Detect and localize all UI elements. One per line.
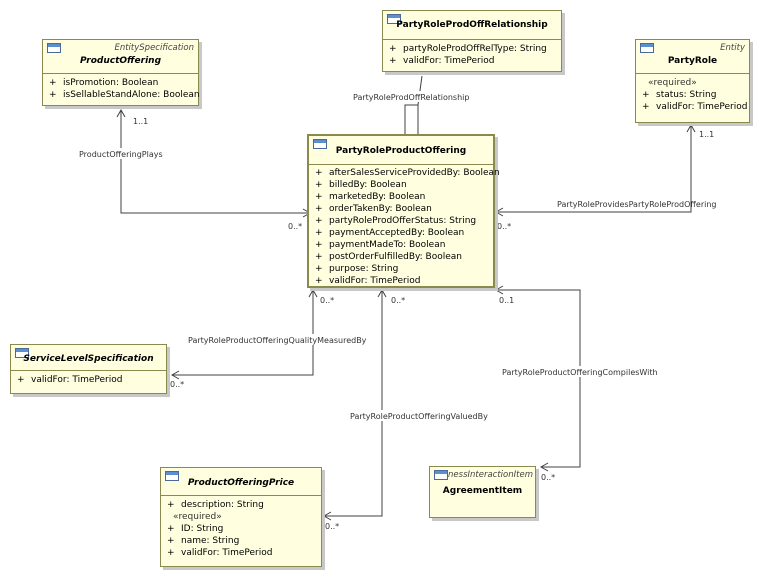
attribute-row: +purpose: String [315, 264, 399, 274]
class-header: ServiceLevelSpecification [11, 345, 166, 371]
class-icon [313, 139, 327, 149]
attribute-row: +validFor: TimePeriod [315, 276, 421, 286]
multiplicity-quality-sls: 0..* [170, 380, 184, 389]
class-name: ServiceLevelSpecification [23, 354, 154, 364]
association-label-compiles: PartyRoleProductOfferingCompilesWith [502, 368, 658, 377]
plays-arrow-product [116, 108, 126, 118]
class-header: PartyRoleProdOffRelationship [383, 11, 561, 40]
class-party-role[interactable]: Entity PartyRole «required» +status: Str… [635, 39, 750, 123]
class-service-level-specification[interactable]: ServiceLevelSpecification +validFor: Tim… [10, 344, 167, 394]
multiplicity-valued-price: 0..* [325, 522, 339, 531]
compiles-arrow-agreement [539, 462, 549, 472]
class-product-offering-price[interactable]: ProductOfferingPrice +description: Strin… [160, 467, 322, 567]
attribute-row: +validFor: TimePeriod [167, 548, 273, 558]
plays-line [120, 110, 310, 214]
association-label-provides: PartyRoleProvidesPartyRoleProdOffering [557, 200, 717, 209]
class-name: ProductOffering [79, 56, 162, 66]
quality-arrow-sls [170, 370, 180, 380]
valued-line [324, 290, 383, 517]
required-label: «required» [648, 78, 697, 88]
class-header: Entity PartyRole [636, 40, 749, 74]
attribute-row: +paymentAcceptedBy: Boolean [315, 228, 465, 238]
class-header: PartyRoleProductOffering [309, 136, 493, 165]
class-name: PartyRole [667, 56, 718, 66]
attribute-row: +isSellableStandAlone: Boolean [49, 90, 200, 100]
attribute-row: +name: String [167, 536, 240, 546]
multiplicity-compiles-agreement: 0..* [541, 473, 555, 482]
class-icon [47, 43, 61, 53]
attribute-row: +validFor: TimePeriod [389, 56, 495, 66]
attribute-row: +orderTakenBy: Boolean [315, 204, 432, 214]
multiplicity-quality-main: 0..* [320, 296, 334, 305]
attribute-row: +billedBy: Boolean [315, 180, 407, 190]
class-product-offering[interactable]: EntitySpecification ProductOffering +isP… [42, 39, 200, 106]
class-header: nessInteractionItem AgreementItem [430, 467, 535, 517]
class-name: PartyRoleProductOffering [335, 146, 467, 156]
multiplicity-provides-main: 0..* [497, 222, 511, 231]
attribute-row: +marketedBy: Boolean [315, 192, 426, 202]
quality-arrow-main [308, 288, 318, 298]
multiplicity-plays-main: 0..* [288, 222, 302, 231]
class-party-role-prod-off-relationship[interactable]: PartyRoleProdOffRelationship +partyRoleP… [382, 10, 562, 72]
attribute-list: +afterSalesServiceProvidedBy: Boolean +b… [309, 165, 500, 289]
attribute-row: +status: String [642, 90, 717, 100]
required-label: «required» [173, 512, 222, 522]
class-header: ProductOfferingPrice [161, 468, 321, 496]
compiles-line [496, 289, 581, 468]
attribute-row: +postOrderFulfilledBy: Boolean [315, 252, 463, 262]
attribute-list: +description: String «required» +ID: Str… [161, 496, 321, 561]
class-icon [15, 348, 29, 358]
class-agreement-item[interactable]: nessInteractionItem AgreementItem [429, 466, 536, 518]
stereotype-label: EntitySpecification [114, 43, 194, 53]
class-name: PartyRoleProdOffRelationship [396, 20, 548, 30]
multiplicity-provides-party: 1..1 [699, 130, 714, 139]
association-label-plays: ProductOfferingPlays [79, 150, 163, 159]
quality-line [172, 290, 314, 376]
class-party-role-product-offering[interactable]: PartyRoleProductOffering +afterSalesServ… [307, 134, 500, 289]
multiplicity-plays-product: 1..1 [133, 117, 148, 126]
association-label-quality: PartyRoleProductOfferingQualityMeasuredB… [188, 336, 367, 345]
attribute-row: +ID: String [167, 524, 224, 534]
class-icon [387, 14, 401, 24]
provides-line [496, 125, 692, 213]
class-header: EntitySpecification ProductOffering [43, 40, 198, 74]
attribute-row: +validFor: TimePeriod [17, 375, 123, 385]
attribute-row: +afterSalesServiceProvidedBy: Boolean [315, 168, 500, 178]
class-icon [434, 470, 448, 480]
provides-arrow-party [686, 123, 696, 133]
attribute-row: +partyRoleProdOffRelType: String [389, 44, 547, 54]
attribute-row: +description: String [167, 500, 264, 510]
attribute-list: +isPromotion: Boolean +isSellableStandAl… [43, 74, 200, 103]
multiplicity-compiles-main: 0..1 [499, 296, 514, 305]
attribute-row: +isPromotion: Boolean [49, 78, 159, 88]
valued-arrow-main [377, 288, 387, 298]
attribute-row: +paymentMadeTo: Boolean [315, 240, 446, 250]
attribute-list: +validFor: TimePeriod [11, 371, 166, 388]
compiles-arrow-main [494, 285, 504, 295]
attribute-row: +validFor: TimePeriod [642, 102, 748, 112]
class-name: AgreementItem [442, 486, 523, 496]
provides-arrow-main [494, 207, 504, 217]
class-name: ProductOfferingPrice [187, 478, 295, 488]
valued-arrow-price [322, 511, 332, 521]
association-label-valued: PartyRoleProductOfferingValuedBy [350, 412, 488, 421]
attribute-row: +partyRoleProdOfferStatus: String [315, 216, 477, 226]
stereotype-label: Entity [720, 43, 745, 53]
multiplicity-valued-main: 0..* [391, 296, 405, 305]
class-icon [165, 471, 179, 481]
relationship-line [404, 104, 419, 135]
class-icon [640, 43, 654, 53]
attribute-list: «required» +status: String +validFor: Ti… [636, 74, 749, 115]
stereotype-label: nessInteractionItem [448, 470, 533, 480]
association-label-relationship: PartyRoleProdOffRelationship [353, 93, 469, 102]
attribute-list: +partyRoleProdOffRelType: String +validF… [383, 40, 561, 69]
